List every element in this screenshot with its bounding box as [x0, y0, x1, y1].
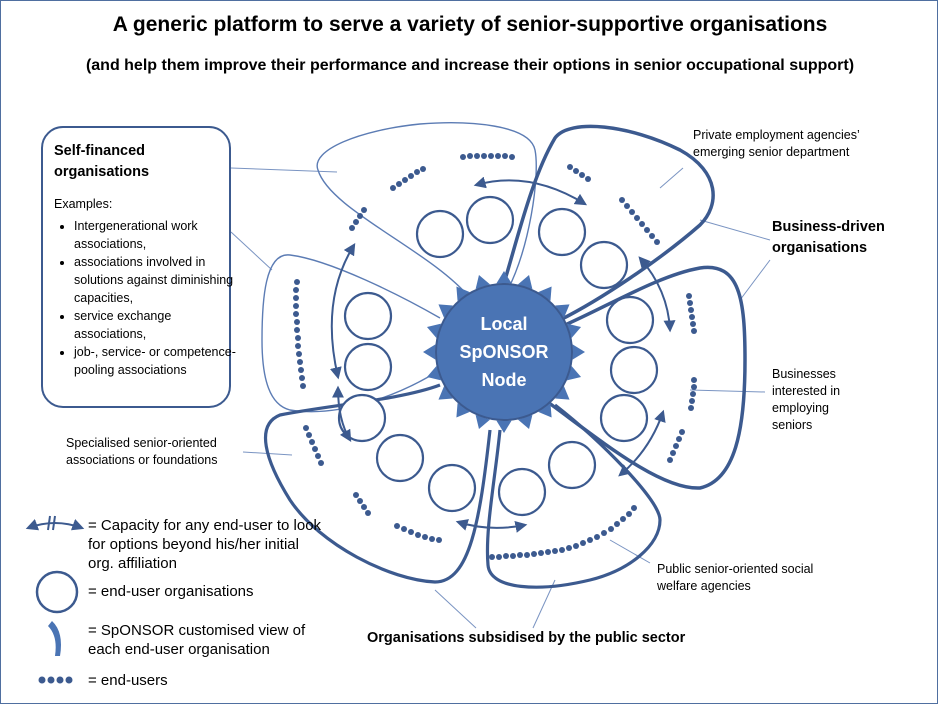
org-circle	[427, 463, 477, 513]
arrow-right	[618, 409, 666, 477]
self-financed-heading: Self-financed organisations	[54, 143, 150, 180]
node-label-line1: Local	[480, 314, 528, 334]
org-circle	[599, 393, 649, 443]
org-circle	[609, 345, 659, 395]
users-right-b	[688, 377, 697, 411]
arrow-left	[329, 242, 356, 380]
sponsor-view-segment	[423, 344, 436, 360]
label-public-agencies: Public senior-oriented social welfare ag…	[657, 562, 814, 593]
petal-lower-left	[264, 383, 492, 584]
users-right-c	[667, 429, 685, 463]
self-financed-box: Self-financed organisations Examples: In…	[41, 126, 236, 408]
sponsor-view-segment	[538, 286, 552, 301]
legend-capacity-arrow	[25, 519, 85, 531]
label-specialised: Specialised senior-oriented associations…	[66, 436, 218, 467]
sponsor-view-segment	[456, 403, 470, 418]
sponsor-view-segment	[438, 386, 453, 400]
arrow-bottom	[455, 519, 528, 533]
label-business-driven: Business-driven organisations	[772, 219, 885, 256]
end-users	[293, 153, 697, 560]
legend-users-dots	[38, 676, 73, 684]
org-circle	[547, 440, 597, 490]
users-lower-left-c	[394, 523, 442, 543]
sponsor-view-segment	[572, 344, 585, 360]
legend-users: = end-users	[88, 672, 168, 689]
diagram-title: A generic platform to serve a variety of…	[112, 13, 828, 36]
users-upper-right-b	[619, 197, 660, 245]
users-upper-right-a	[567, 164, 591, 182]
sponsor-view-segment	[496, 420, 512, 433]
arrow-lower-left	[332, 385, 352, 443]
node-label: Local SpONSOR Node	[436, 310, 572, 394]
list-item: service exchange associations,	[74, 307, 244, 343]
examples-label: Examples:	[54, 197, 113, 211]
label-private-agencies: Private employment agencies’ emerging se…	[693, 128, 860, 159]
org-circle	[343, 291, 393, 341]
arrow-upper-right	[638, 256, 676, 333]
legend-view-shape	[48, 621, 61, 656]
users-lower-left-b	[353, 492, 371, 516]
list-item: associations involved in solutions again…	[74, 253, 244, 307]
users-bottom	[489, 505, 637, 560]
org-circle	[497, 467, 547, 517]
legend-capacity: = Capacity for any end-user to look for …	[88, 517, 322, 572]
list-item: job-, service- or competence-pooling ass…	[74, 343, 244, 379]
local-sponsor-node	[435, 283, 573, 421]
org-circle	[415, 209, 465, 259]
label-connectors	[230, 167, 771, 629]
label-subsidised: Organisations subsidised by the public s…	[367, 630, 686, 646]
legend-graphics	[25, 515, 85, 684]
users-left	[293, 279, 306, 389]
diagram-subtitle: (and help them improve their performance…	[85, 57, 855, 74]
examples-list: Intergenerational work associations, ass…	[54, 217, 244, 379]
org-circle	[343, 342, 393, 392]
node-label-line3: Node	[481, 370, 527, 390]
org-circle	[465, 195, 515, 245]
users-right-a	[686, 293, 697, 334]
sponsor-view-segment	[496, 271, 512, 284]
node-label-line2: SpONSOR	[459, 342, 549, 362]
users-top-a	[460, 153, 515, 160]
sponsor-view-segment	[456, 286, 470, 301]
sponsor-view-segment	[438, 304, 453, 318]
legend-orgs: = end-user organisations	[88, 583, 254, 600]
arrow-top	[473, 176, 588, 206]
org-circle	[605, 295, 655, 345]
sponsor-view-segment	[555, 386, 570, 400]
petal-left	[261, 254, 441, 413]
capacity-arrows	[329, 176, 676, 533]
list-item: Intergenerational work associations,	[74, 217, 244, 253]
org-circle	[375, 433, 425, 483]
org-circle	[579, 240, 629, 290]
sponsor-view-segment	[555, 304, 570, 318]
legend-view: = SpONSOR customised view of each end-us…	[88, 622, 306, 658]
label-businesses: Businesses interested in employing senio…	[772, 367, 841, 432]
users-top-b	[390, 166, 426, 191]
org-circle	[537, 207, 587, 257]
sponsor-view-segment	[538, 403, 552, 418]
legend-org-circle	[35, 570, 79, 614]
users-lower-left-a	[303, 425, 324, 466]
users-top-c	[349, 207, 367, 231]
